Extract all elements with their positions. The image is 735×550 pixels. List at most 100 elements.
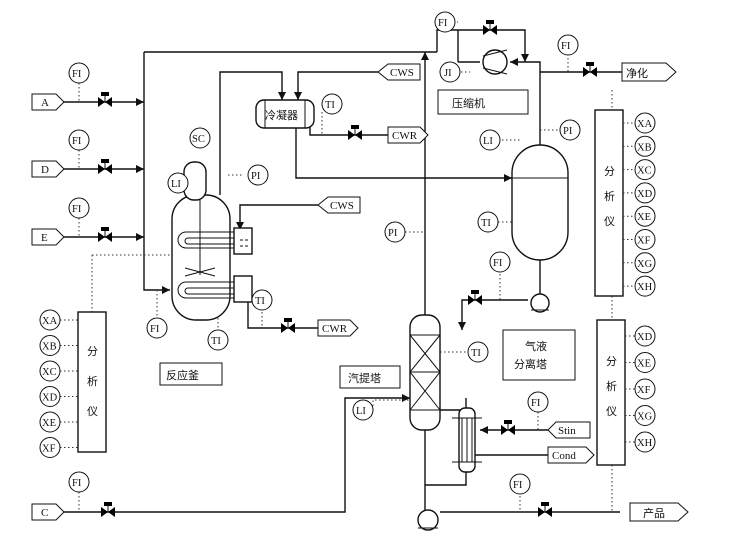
stream-product-tag[interactable]: 产品 xyxy=(629,502,689,522)
ti-reactor-instrument[interactable]: TI xyxy=(207,329,229,351)
pi-separator-instrument[interactable]: PI xyxy=(559,119,581,141)
fi-reactor-instrument[interactable]: FI xyxy=(146,317,168,339)
fi-purge-instrument[interactable]: FI xyxy=(557,34,579,56)
analyzer-top-right-xg-bubble[interactable]: XG xyxy=(634,252,656,274)
li-stripper-instrument[interactable]: LI xyxy=(352,399,374,421)
svg-text:TI: TI xyxy=(211,336,221,347)
fi-compressor-instrument[interactable]: FI xyxy=(434,11,456,33)
svg-text:XD: XD xyxy=(637,189,653,200)
sc-instrument[interactable]: SC xyxy=(189,127,211,149)
analyzer-left-xb-bubble[interactable]: XB xyxy=(39,335,61,356)
svg-text:C: C xyxy=(41,507,48,519)
svg-text:XE: XE xyxy=(637,212,651,223)
svg-text:FI: FI xyxy=(150,324,160,335)
stripper-pump[interactable] xyxy=(417,509,439,531)
svg-text:XC: XC xyxy=(42,367,57,378)
svg-text:析: 析 xyxy=(606,379,617,393)
signal-lines xyxy=(78,21,613,512)
fi-steam-instrument[interactable]: FI xyxy=(527,391,549,413)
stream-c-tag[interactable]: C xyxy=(31,503,65,521)
svg-text:分: 分 xyxy=(87,345,98,358)
condenser[interactable]: 冷凝器 xyxy=(255,99,315,129)
fi-c-instrument[interactable]: FI xyxy=(68,471,90,493)
separator-pump[interactable] xyxy=(530,293,550,313)
valve-c[interactable] xyxy=(100,501,116,518)
analyzer-left-xf-bubble[interactable]: XF xyxy=(39,437,61,458)
valve-steam[interactable] xyxy=(500,419,516,436)
stream-purified-tag[interactable]: 净化 xyxy=(621,62,677,82)
stream-tags: A D E C CWS CWS CWR CWR 净化 产品 Stin Cond xyxy=(31,62,689,522)
valve-e[interactable] xyxy=(97,226,113,243)
analyzer-top-right[interactable]: 分 析 仪 xyxy=(594,109,624,297)
svg-text:XD: XD xyxy=(637,332,653,343)
valve-a[interactable] xyxy=(97,91,113,108)
stream-stin-tag[interactable]: Stin xyxy=(547,421,591,439)
stream-cwr-condenser-tag[interactable]: CWR xyxy=(387,126,429,144)
svg-text:XF: XF xyxy=(637,236,651,247)
analyzer-bottom-right-xg-bubble[interactable]: XG xyxy=(634,405,656,426)
stream-cws-reactor-tag[interactable]: CWS xyxy=(317,196,361,214)
svg-text:FI: FI xyxy=(72,69,82,80)
ji-instrument[interactable]: JI xyxy=(439,61,461,83)
separator-label-1: 气液 xyxy=(525,339,547,353)
valve-cwr-reactor[interactable] xyxy=(280,317,296,334)
li-reactor-instrument[interactable]: LI xyxy=(167,172,189,194)
analyzer-left-xd-bubble[interactable]: XD xyxy=(39,386,61,407)
analyzer-top-right-xf-bubble[interactable]: XF xyxy=(634,229,656,250)
svg-text:FI: FI xyxy=(531,398,541,409)
pi-stripper-instrument[interactable]: PI xyxy=(384,221,406,243)
fi-product-instrument[interactable]: FI xyxy=(509,473,531,495)
stream-a-tag[interactable]: A xyxy=(31,93,65,111)
analyzer-left[interactable]: 分 析 仪 xyxy=(77,311,107,453)
analyzer-bottom-right[interactable]: 分 析 仪 xyxy=(596,319,626,466)
svg-text:仪: 仪 xyxy=(606,405,617,418)
valve-recycle[interactable] xyxy=(482,19,498,36)
ti-separator-instrument[interactable]: TI xyxy=(477,211,499,233)
analyzer-left-xe-bubble[interactable]: XE xyxy=(39,411,61,433)
valve-cwr-condenser[interactable] xyxy=(347,124,363,141)
analyzer-top-right-xh-bubble[interactable]: XH xyxy=(634,275,656,297)
analyzer-bottom-right-xh-bubble[interactable]: XH xyxy=(634,431,656,453)
analyzer-bottom-right-xe-bubble[interactable]: XE xyxy=(634,352,656,373)
stream-e-tag[interactable]: E xyxy=(31,228,65,246)
analyzer-left-xa-bubble[interactable]: XA xyxy=(39,309,61,331)
analyzer-top-right-xd-bubble[interactable]: XD xyxy=(634,182,656,204)
pi-reactor-instrument[interactable]: PI xyxy=(247,164,269,186)
reactor[interactable] xyxy=(171,161,253,321)
svg-text:FI: FI xyxy=(72,478,82,489)
analyzer-bottom-right-xf-bubble[interactable]: XF xyxy=(634,378,656,400)
analyzer-bottom-right-xd-bubble[interactable]: XD xyxy=(634,325,656,347)
analyzer-top-right-xa-bubble[interactable]: XA xyxy=(634,112,656,134)
valve-product[interactable] xyxy=(537,501,553,518)
compressor[interactable] xyxy=(482,49,508,75)
analyzer-top-right-xc-bubble[interactable]: XC xyxy=(634,159,656,181)
valve-sep-bottom[interactable] xyxy=(467,289,483,306)
fi-sep-bottom-instrument[interactable]: FI xyxy=(489,251,511,273)
valve-purge[interactable] xyxy=(582,61,598,78)
separator[interactable] xyxy=(511,144,569,261)
analyzer-top-right-xb-bubble[interactable]: XB xyxy=(634,135,656,157)
fi-d-instrument[interactable]: FI xyxy=(68,129,90,151)
svg-text:TI: TI xyxy=(325,100,335,111)
svg-text:分: 分 xyxy=(606,355,617,368)
stream-cwr-reactor-tag[interactable]: CWR xyxy=(317,319,359,337)
stream-cond-tag[interactable]: Cond xyxy=(547,446,595,464)
li-separator-instrument[interactable]: LI xyxy=(479,129,501,151)
svg-text:FI: FI xyxy=(72,204,82,215)
analyzer-left-xc-bubble[interactable]: XC xyxy=(39,360,61,382)
ti-condenser-instrument[interactable]: TI xyxy=(321,93,343,115)
stream-cws-top-tag[interactable]: CWS xyxy=(377,63,421,81)
stripper[interactable] xyxy=(409,314,441,431)
analyzer-top-right-xe-bubble[interactable]: XE xyxy=(634,205,656,227)
stream-d-tag[interactable]: D xyxy=(31,160,65,178)
svg-text:CWS: CWS xyxy=(390,67,414,79)
reboiler[interactable] xyxy=(452,407,482,473)
ti-reactor-out-instrument[interactable]: TI xyxy=(251,289,273,311)
svg-text:XD: XD xyxy=(42,393,58,404)
fi-a-instrument[interactable]: FI xyxy=(68,62,90,84)
svg-text:FI: FI xyxy=(513,480,523,491)
fi-e-instrument[interactable]: FI xyxy=(68,197,90,219)
ti-stripper-instrument[interactable]: TI xyxy=(467,341,489,363)
valve-d[interactable] xyxy=(97,158,113,175)
